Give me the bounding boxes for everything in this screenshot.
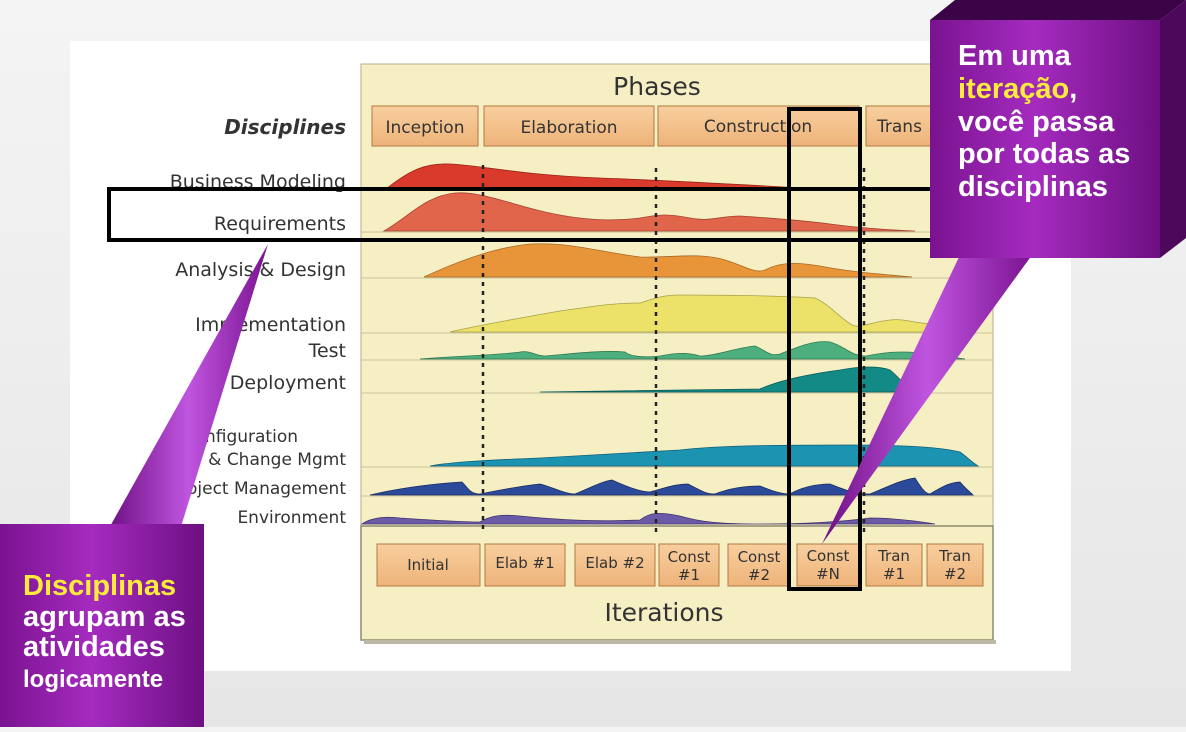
callout-right-text: Em uma iteração, você passa por todas as… (958, 40, 1183, 204)
iteration-label-tran-1-line1: Tran (877, 547, 910, 565)
hump-test (419, 341, 966, 360)
phase-box-elaboration (483, 105, 655, 147)
iteration-box-elab-2 (574, 543, 656, 587)
iteration-label-tran-2-line1: Tran (938, 547, 971, 565)
disciplines-title: Disciplines (224, 115, 346, 139)
callout-right-box (930, 20, 1160, 258)
callout-left-box (0, 524, 204, 727)
phase-boundaries (481, 165, 866, 532)
hump-business-modeling (384, 163, 821, 190)
callout-right-highlight: iteração (958, 72, 1070, 105)
discipline-label-requirements: Requirements (214, 213, 346, 235)
iteration-label-tran-2-line2: #2 (944, 565, 966, 583)
callout-left-text: Disciplinas agrupam as atividades logica… (23, 570, 204, 695)
hump-deployment (539, 366, 914, 393)
iteration-box-const-n (796, 543, 860, 587)
callout-right-line5: disciplinas (958, 171, 1108, 204)
discipline-label-implementation: Implementation (195, 314, 346, 336)
iteration-label-const-2-line1: Const (738, 548, 781, 566)
discipline-label-configuration: Configuration (183, 427, 298, 447)
iteration-label-tran-1-line2: #1 (883, 565, 905, 583)
const-n-column-highlight (787, 107, 862, 591)
hump-config-change-mgmt (429, 444, 980, 467)
hump-project-management (369, 477, 974, 496)
hump-environment (360, 512, 936, 525)
iterations-panel-shadow (364, 640, 996, 644)
callout-right-punct: , (1069, 72, 1078, 105)
callout-left-line4: logicamente (23, 665, 164, 693)
discipline-label-project-management: Project Management (170, 479, 346, 499)
discipline-label-change-mgmt: & Change Mgmt (208, 450, 346, 470)
hump-requirements (382, 192, 916, 232)
callout-right-line4: por todas as (958, 138, 1131, 171)
iteration-label-elab-1: Elab #1 (495, 554, 554, 572)
iteration-box-elab-1 (484, 543, 566, 587)
iteration-label-const-n-line1: Const (807, 547, 850, 565)
iteration-label-const-n-line2: #N (816, 565, 840, 583)
iteration-label-const-1-line2: #1 (678, 566, 700, 584)
discipline-label-analysis-design: Analysis & Design (175, 259, 346, 281)
iteration-label-initial: Initial (407, 556, 449, 574)
callout-left-line3: atividades (23, 630, 165, 663)
phase-label-inception: Inception (386, 118, 465, 138)
phase-label-construction: Construction (704, 117, 812, 137)
iteration-box-const-1 (658, 543, 720, 587)
iteration-label-const-2-line2: #2 (748, 566, 770, 584)
callout-left-line2: agrupam as (23, 600, 186, 633)
phase-boxes: Inception Elaboration Construction Trans (371, 105, 987, 147)
iteration-box-tran-1 (865, 543, 923, 587)
workflow-humps (360, 163, 980, 525)
discipline-label-environment: Environment (237, 508, 346, 528)
callout-right-pointer (822, 255, 1032, 544)
iteration-label-const-1-line1: Const (668, 548, 711, 566)
discipline-label-test: Test (308, 340, 346, 362)
iteration-box-tran-2 (926, 543, 984, 587)
callout-right-line2: iteração, (958, 73, 1183, 106)
iteration-box-const-2 (727, 543, 791, 587)
callout-right-line3: você passa (958, 105, 1115, 138)
iteration-boxes: Initial Elab #1 Elab #2 Const #1 Const #… (376, 543, 984, 587)
phases-title: Phases (613, 72, 701, 101)
phase-box-inception (371, 105, 479, 147)
callout-left-pointer (108, 244, 268, 530)
callout-right-side-bevel (1160, 0, 1186, 258)
callout-right-top-bevel (930, 0, 1186, 20)
iteration-label-elab-2: Elab #2 (585, 554, 644, 572)
iteration-box-initial (376, 543, 481, 587)
iterations-title: Iterations (604, 598, 723, 627)
callout-right-line1: Em uma (958, 40, 1071, 72)
phase-label-elaboration: Elaboration (520, 118, 617, 138)
callout-left-highlight: Disciplinas (23, 570, 177, 602)
phase-label-transition: Trans (876, 117, 922, 137)
discipline-label-deployment: Deployment (230, 372, 346, 394)
hump-implementation (449, 294, 941, 333)
